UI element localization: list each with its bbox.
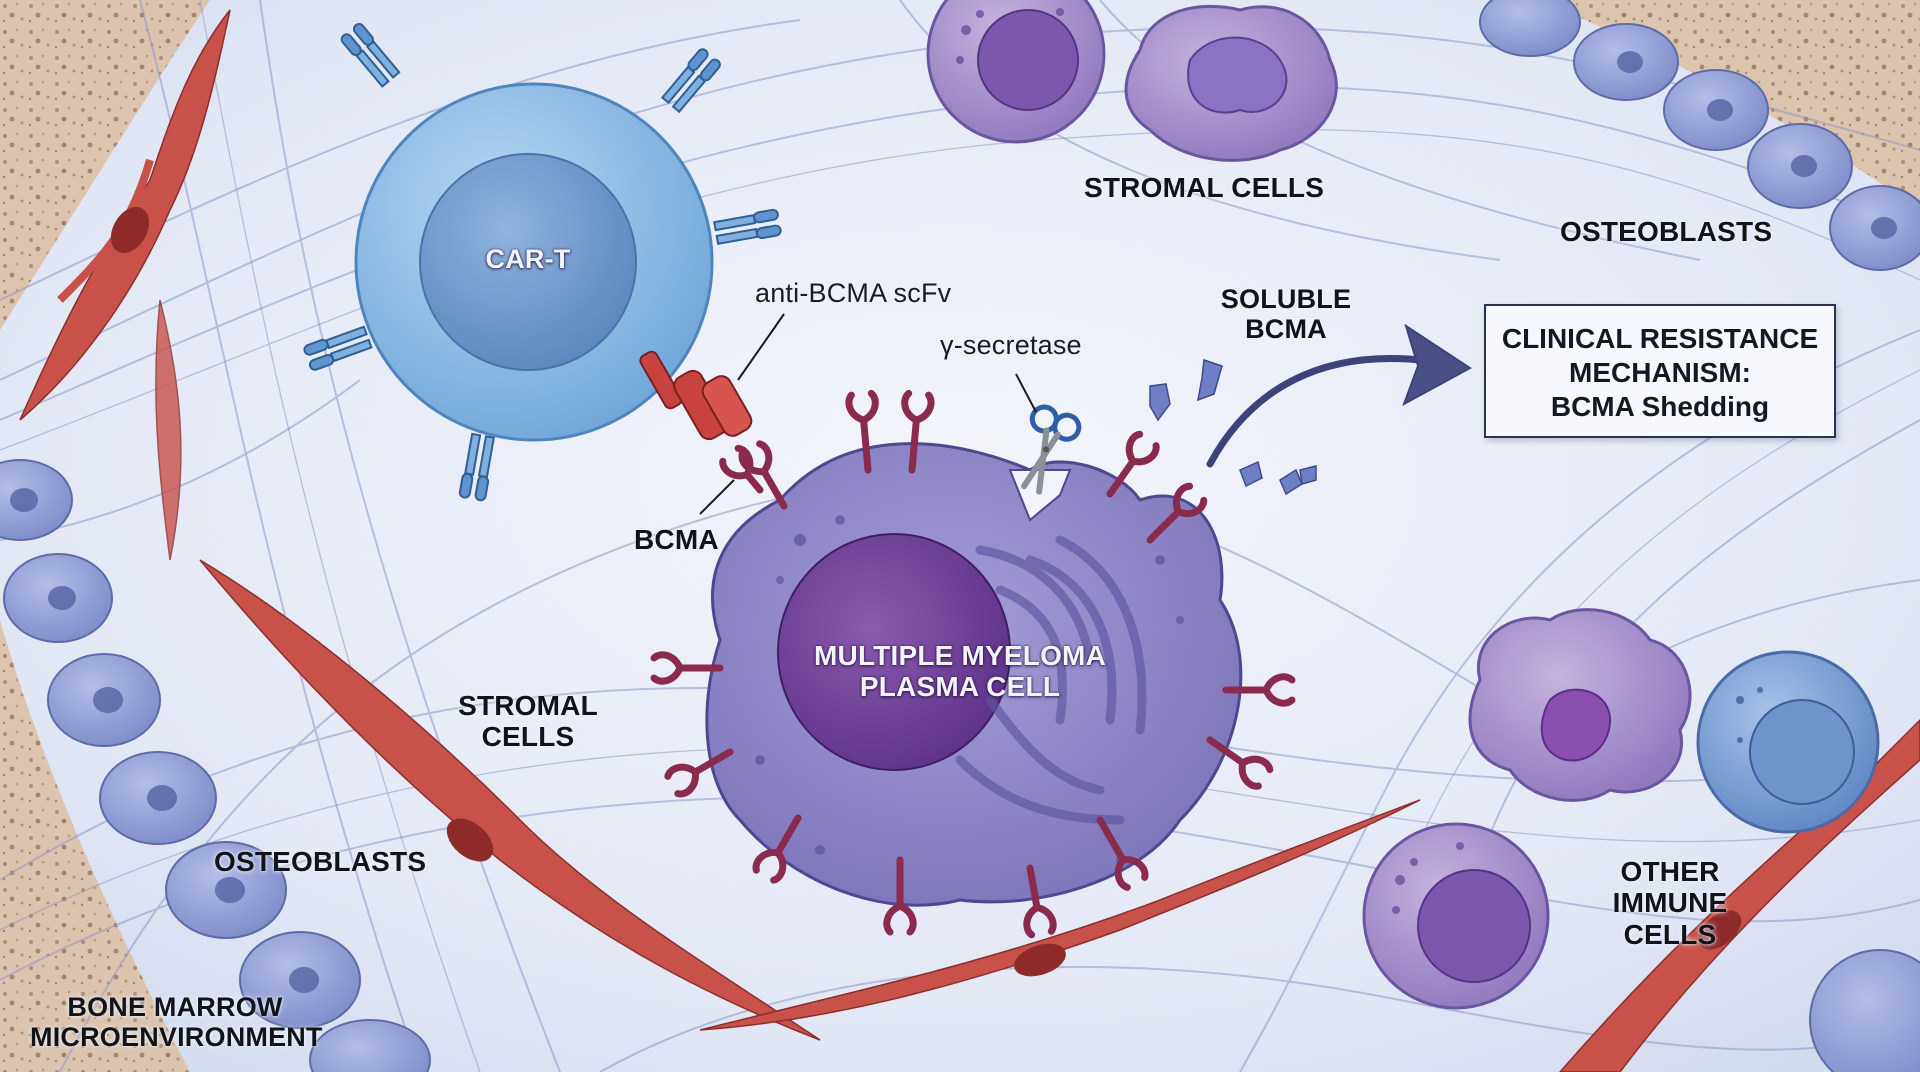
stromal-left-line-1: STROMAL [458,690,598,721]
scissors-icon [1021,404,1082,495]
other-immune-line-3: CELLS [1623,918,1717,950]
myeloma-line-2: PLASMA CELL [859,671,1061,703]
bone-marrow-label: BONE MARROW MICROENVIRONMENT [30,992,323,1053]
stromal-cells-left-label: STROMAL CELLS [448,690,608,753]
top-immune-cells [926,0,1338,162]
bone-tissue [0,620,190,1072]
stromal-left-line-2: CELLS [481,721,575,753]
callout-line-1: CLINICAL RESISTANCE [1501,323,1819,354]
callout-line-3: BCMA Shedding [1550,391,1770,423]
anti-bcma-scfv [639,350,753,441]
myeloma-plasma-cell [705,442,1243,907]
myeloma-line-1: MULTIPLE MYELOMA [814,640,1106,671]
anti-bcma-scfv-label: anti-BCMA scFv [755,278,952,308]
soluble-bcma-line-2: BCMA [1245,314,1327,345]
callout-line-2: MECHANISM: [1569,357,1751,389]
car-t-label: CAR-T [485,244,571,274]
leader-lines [699,313,1037,515]
osteoblasts-top-right-label: OSTEOBLASTS [1560,216,1773,247]
bcma-receptors [650,389,1296,939]
other-immune-line-1: OTHER [1620,856,1720,887]
other-immune-line-2: IMMUNE [1612,887,1728,919]
bcma-label: BCMA [634,524,719,555]
soluble-bcma-fragments [1149,358,1317,496]
gamma-secretase-label: γ-secretase [940,330,1082,360]
bone-tissue [0,0,210,330]
other-immune-cells [1362,608,1920,1072]
stromal-cells-top-label: STROMAL CELLS [1084,172,1325,203]
bone-tissue [1540,0,1920,210]
car-t-cell [354,82,714,442]
clinical-resistance-callout: CLINICAL RESISTANCE MECHANISM: BCMA Shed… [1484,304,1836,438]
myeloma-cell-label: MULTIPLE MYELOMA PLASMA CELL [780,640,1140,703]
bone-marrow-line-1: BONE MARROW [67,992,283,1022]
osteoblasts-bottom-left-label: OSTEOBLASTS [214,846,427,877]
bone-marrow-line-2: MICROENVIRONMENT [30,1022,323,1053]
soluble-bcma-label: SOLUBLE BCMA [1216,284,1356,344]
soluble-bcma-line-1: SOLUBLE [1220,284,1352,314]
curved-arrow-icon [1206,323,1472,468]
car-receptors [303,23,782,502]
other-immune-cells-label: OTHER IMMUNE CELLS [1600,856,1740,950]
